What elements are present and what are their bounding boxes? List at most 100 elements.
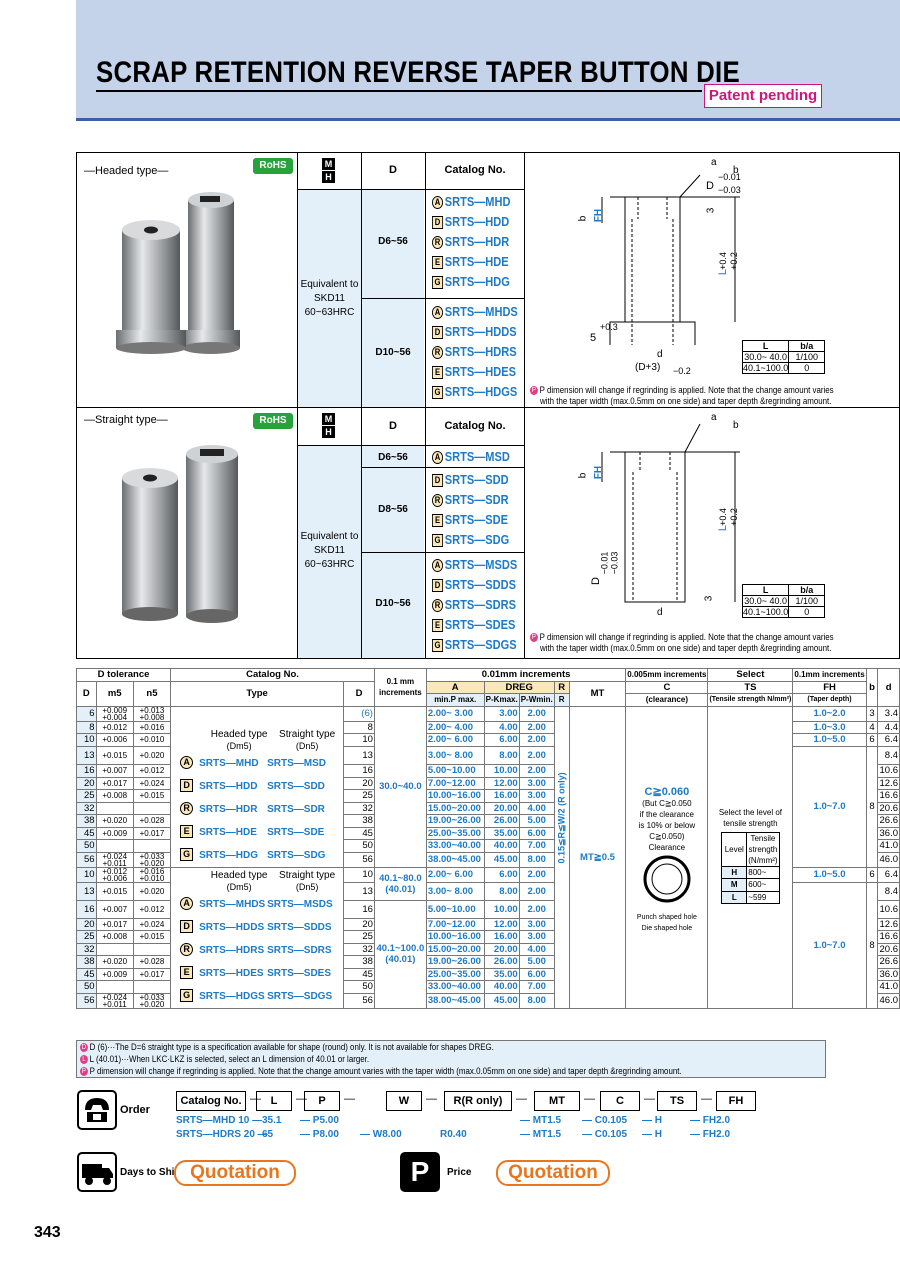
shape-a-icon: A [432, 196, 444, 210]
order-example: — W8.00 [360, 1129, 402, 1140]
shape-d-icon: D [432, 216, 444, 230]
order-example: — H [642, 1129, 662, 1140]
order-field-3: W [386, 1091, 422, 1111]
order-field-0: Catalog No. [176, 1091, 246, 1111]
order-example: SRTS—HDRS 20 — [176, 1129, 268, 1140]
order-example: — P5.00 [300, 1115, 339, 1126]
shape-e-icon: E [432, 366, 444, 380]
title-underline [96, 90, 702, 92]
shape-r-icon: R [180, 802, 194, 816]
rohs-badge: RoHS [253, 158, 293, 174]
shape-r-icon: R [432, 346, 444, 360]
shape-a-icon: A [432, 559, 444, 573]
price-label: Price [447, 1167, 472, 1178]
order-label: Order [120, 1104, 150, 1116]
shape-r-icon: R [432, 236, 444, 250]
header-rule [76, 118, 900, 121]
shape-d-icon: D [180, 920, 194, 934]
h-mark: H [322, 171, 335, 183]
shape-g-icon: G [432, 386, 444, 400]
shape-g-icon: G [432, 276, 444, 290]
shape-e-icon: E [432, 619, 444, 633]
straight-product-image [122, 445, 238, 623]
shape-e-icon: E [180, 966, 194, 980]
headed-label: —Headed type— [84, 165, 169, 177]
shape-r-icon: R [432, 494, 444, 508]
order-example: — H [642, 1115, 662, 1126]
order-example: — P8.00 [300, 1129, 339, 1140]
order-example: — MT1.5 [520, 1129, 562, 1140]
shape-e-icon: E [432, 514, 444, 528]
shape-g-icon: G [432, 639, 444, 653]
range-d6-56: D6~56 [378, 236, 408, 247]
col-catalog: Catalog No. [444, 164, 506, 176]
straight-drawing [601, 423, 740, 603]
phone-icon [77, 1090, 117, 1130]
order-example: 35.1 [262, 1115, 282, 1126]
order-field-4: R(R only) [444, 1091, 512, 1111]
headed-product-image [116, 192, 240, 354]
ship-quotation: Quotation [174, 1160, 296, 1186]
patent-badge: Patent pending [704, 84, 822, 108]
order-example: — MT1.5 [520, 1115, 562, 1126]
order-example: — C0.105 [582, 1129, 628, 1140]
rohs-badge-straight: RoHS [253, 413, 293, 429]
shape-d-icon: D [432, 579, 444, 593]
order-field-1: L [256, 1091, 292, 1111]
shape-a-icon: A [432, 451, 444, 465]
order-field-5: MT [534, 1091, 580, 1111]
shape-e-icon: E [432, 256, 444, 270]
order-example: — C0.105 [582, 1115, 628, 1126]
order-field-6: C [600, 1091, 640, 1111]
shape-g-icon: G [432, 534, 444, 548]
shape-a-icon: A [432, 306, 444, 320]
truck-icon [77, 1152, 117, 1192]
page-number: 343 [34, 1224, 61, 1241]
m-mark: M [322, 158, 335, 170]
headed-drawing [601, 174, 740, 345]
order-example: — FH2.0 [690, 1115, 731, 1126]
order-field-8: FH [716, 1091, 756, 1111]
order-field-7: TS [657, 1091, 697, 1111]
price-quotation: Quotation [496, 1160, 610, 1186]
shape-d-icon: D [432, 326, 444, 340]
shape-a-icon: A [180, 756, 194, 770]
shape-g-icon: G [180, 848, 194, 862]
shape-a-icon: A [180, 897, 194, 911]
shape-r-icon: R [180, 943, 194, 957]
